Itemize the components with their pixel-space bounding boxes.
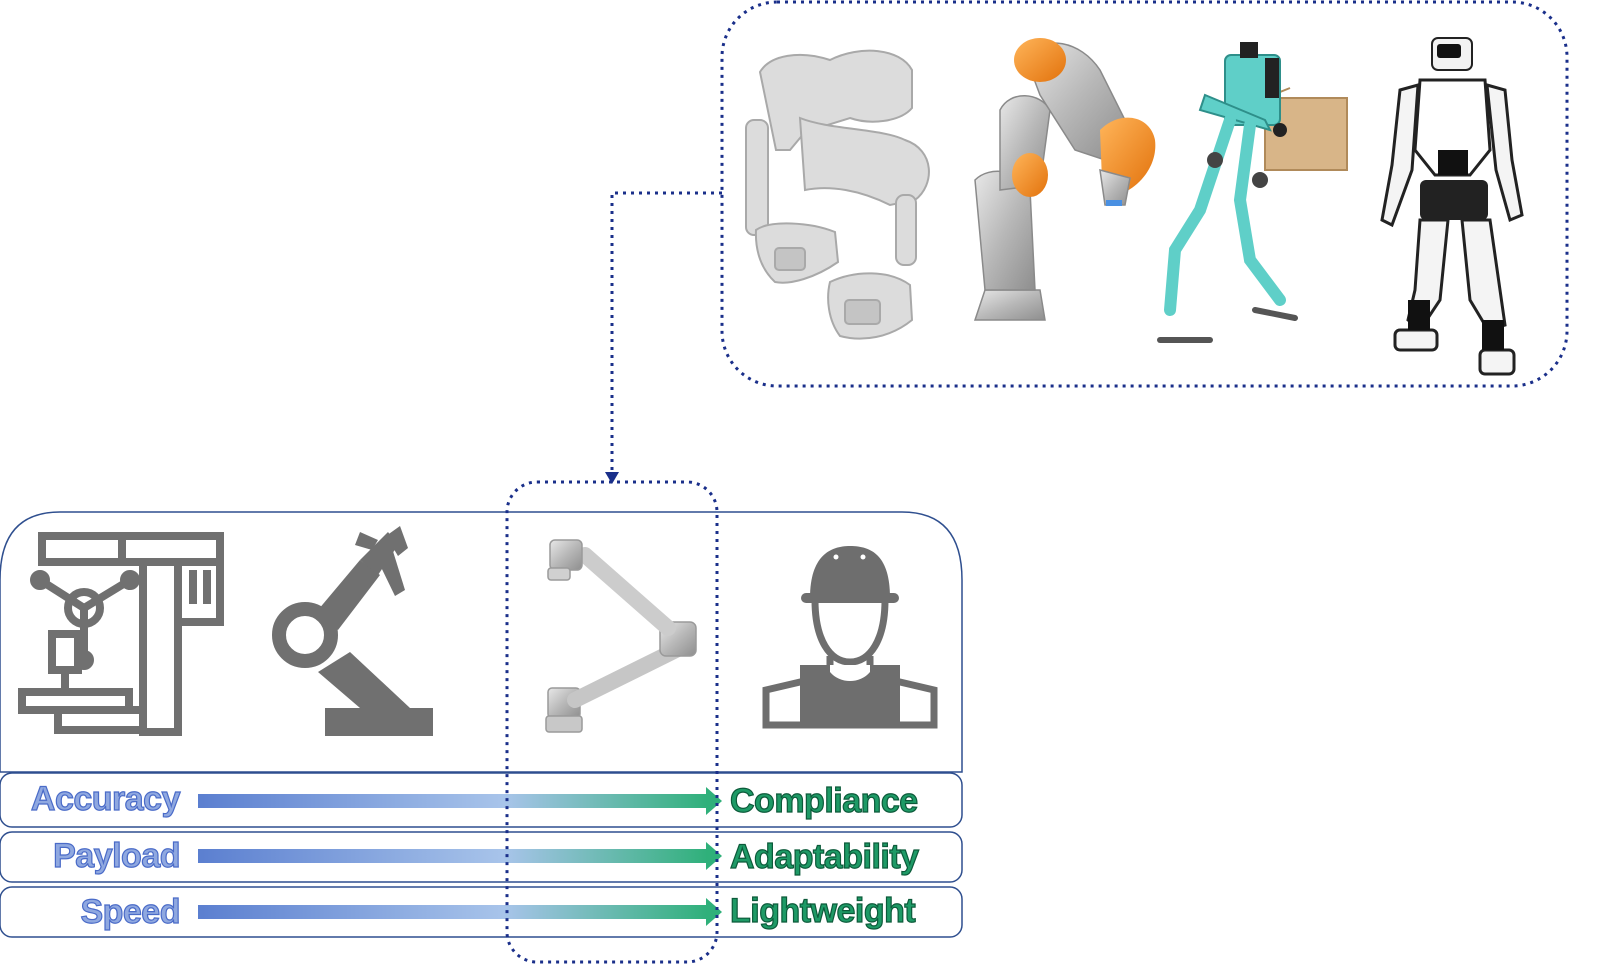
property-label-accuracy: Accuracy [30,779,181,818]
human-worker-icon [762,546,938,729]
humanoid-robot-icon [1380,37,1524,376]
tradeoff-arrow [198,842,722,870]
property-row-frame [0,886,963,938]
property-row-frame [0,831,963,883]
property-label-compliance: Compliance [729,781,918,820]
tradeoff-arrow [198,787,722,815]
tradeoff-arrow [198,898,722,926]
property-label-adaptability: Adaptability [729,837,919,876]
property-label-speed: Speed [80,892,181,931]
property-label-payload: Payload [53,836,182,875]
kuka-arm-icon [973,38,1156,321]
property-label-lightweight: Lightweight [729,891,916,930]
cobot-icon [545,539,697,733]
industrial-robot-icon [272,526,433,736]
connector-line [610,191,722,475]
digit-robot-icon [1157,42,1348,343]
cobot-highlight-frame [505,480,719,964]
machine-tool-icon [18,532,224,736]
connector-arrowhead [605,472,619,484]
exoskeleton-icon [745,49,930,340]
spectrum-panel-frame [0,511,963,773]
property-row-frame [0,772,963,828]
